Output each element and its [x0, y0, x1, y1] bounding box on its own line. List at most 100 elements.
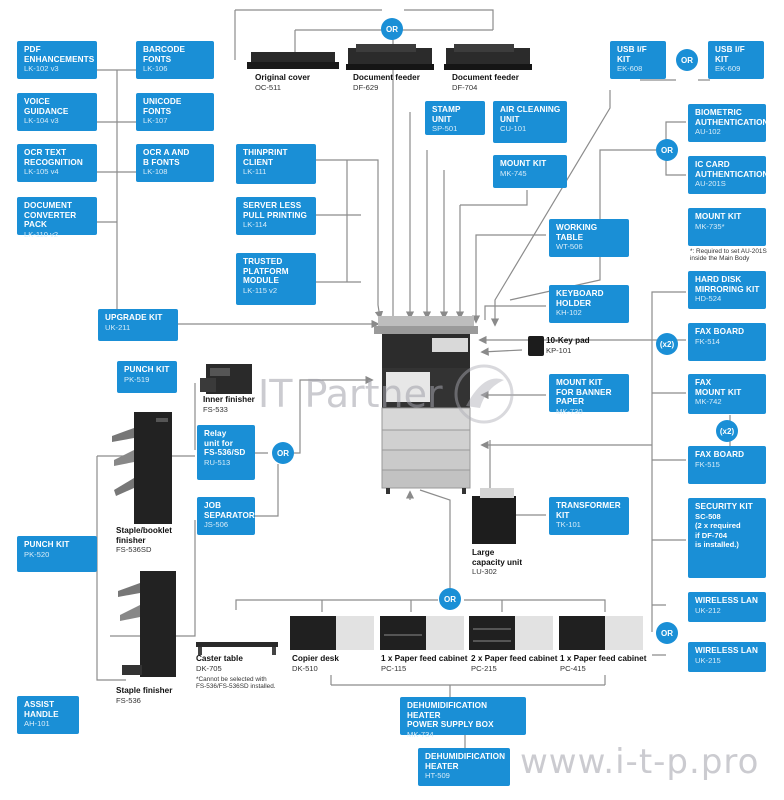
fax-board-fk514-box: FAX BOARD FK-514: [688, 323, 766, 361]
inner-finisher-image: [200, 364, 252, 394]
box-title: WIRELESS LAN: [695, 646, 759, 655]
box-code: TK-101: [556, 520, 581, 530]
wireless-lan-uk212-box: WIRELESS LAN UK-212: [688, 592, 766, 622]
box-code: MK-742: [695, 397, 722, 407]
box-code: EK-608: [617, 64, 643, 74]
box-title: FAX BOARD: [695, 327, 745, 336]
box-code: LK-108: [143, 167, 168, 177]
box-code: MK-735*: [695, 221, 725, 231]
box-title: DEHUMIDIFICATION HEATER POWER SUPPLY BOX: [407, 701, 494, 730]
box-code: LK-110 v2: [24, 229, 59, 239]
watermark-url-text: www.i-t-p.pro: [520, 742, 760, 782]
punch-kit-pk520-box: PUNCH KIT PK-520: [17, 536, 97, 572]
trusted-platform-box: TRUSTED PLATFORM MODULE LK-115 v2: [236, 253, 316, 305]
label-name: 1 x Paper feed cabinet: [381, 654, 468, 663]
usb-kit-ek609-box: USB I/F KIT EK-609: [708, 41, 764, 79]
label-code: DF-629: [353, 82, 379, 92]
label-code: DK-705: [196, 663, 222, 673]
box-title: IC CARD AUTHENTICATION: [695, 160, 769, 179]
box-title: VOICE GUIDANCE: [24, 97, 69, 116]
label-name: Large capacity unit: [472, 548, 523, 567]
box-title: USB I/F KIT: [617, 45, 647, 64]
hard-disk-mirroring-box: HARD DISK MIRRORING KIT HD-524: [688, 271, 766, 309]
box-title: MOUNT KIT FOR BANNER PAPER: [556, 378, 612, 407]
box-title: WIRELESS LAN: [695, 596, 759, 605]
box-code: MK-734: [407, 729, 434, 739]
box-title: MOUNT KIT: [500, 159, 547, 168]
mount-kit-mk745-box: MOUNT KIT MK-745: [493, 155, 567, 188]
box-code: LK-106: [143, 64, 168, 74]
box-title: Relay unit for FS-536/SD: [204, 429, 246, 458]
working-table-box: WORKING TABLE WT-506: [549, 219, 629, 257]
box-code: FK-514: [695, 336, 720, 346]
label-code: FS-536: [116, 695, 141, 705]
or-badge-wireless: OR: [656, 622, 678, 644]
dehumidification-heater-box: DEHUMIDIFICATION HEATER HT-509: [418, 748, 510, 786]
main-mfp-image: [374, 316, 478, 494]
box-title: JOB SEPARATOR: [204, 501, 255, 520]
box-code: AU-201S: [695, 179, 726, 189]
box-code: MK-730: [556, 406, 583, 416]
box-title: FAX BOARD: [695, 450, 745, 459]
paper-feed-cabinet-pc415-image: [559, 616, 643, 650]
box-title: STAMP UNIT: [432, 105, 461, 124]
box-code: PK-520: [24, 549, 50, 559]
box-code: UK-211: [105, 322, 131, 332]
or-badge-feeders: OR: [381, 18, 403, 40]
document-feeder-df629-image: [346, 44, 434, 70]
watermark-swoosh-icon: [454, 364, 514, 424]
document-feeder-df704-image: [444, 44, 532, 70]
box-code: LK-111: [243, 167, 267, 177]
box-title: WORKING TABLE: [556, 223, 598, 242]
or-badge-finishers: OR: [272, 442, 294, 464]
box-title: BARCODE FONTS: [143, 45, 186, 64]
box-code: KH-102: [556, 308, 582, 318]
fax-mount-kit-box: FAX MOUNT KIT MK-742: [688, 374, 766, 414]
box-code: EK-609: [715, 64, 741, 74]
label-name: 1 x Paper feed cabinet: [560, 654, 647, 663]
box-title: KEYBOARD HOLDER: [556, 289, 604, 308]
box-code: LK-115 v2: [243, 285, 278, 295]
box-code: SC-508 (2 x required if DF-704 is instal…: [695, 511, 741, 550]
or-badge-cabinets: OR: [439, 588, 461, 610]
caster-table-label: Caster table DK-705: [196, 654, 243, 673]
label-code: LU-302: [472, 567, 497, 577]
label-code: DK-510: [292, 663, 318, 673]
label-code: FS-533: [203, 404, 228, 414]
label-name: Inner finisher: [203, 395, 255, 404]
box-title: OCR A AND B FONTS: [143, 148, 190, 167]
biometric-auth-box: BIOMETRIC AUTHENTICATION AU-102: [688, 104, 768, 142]
air-cleaning-box: AIR CLEANING UNIT CU-101: [493, 101, 567, 143]
box-title: SECURITY KIT: [695, 502, 753, 511]
box-title: OCR TEXT RECOGNITION: [24, 148, 83, 167]
pc115-label: 1 x Paper feed cabinet PC-115: [381, 654, 467, 673]
box-code: UK-215: [695, 655, 721, 665]
box-title: SERVER LESS PULL PRINTING: [243, 201, 307, 220]
large-capacity-unit-image: [472, 488, 516, 544]
ten-key-label: 10-Key pad KP-101: [546, 336, 590, 355]
label-name: 2 x Paper feed cabinet: [471, 654, 558, 663]
label-code: PC-415: [560, 663, 586, 673]
transformer-kit-box: TRANSFORMER KIT TK-101: [549, 497, 629, 535]
label-code: FS-536SD: [116, 545, 152, 555]
dehumidification-psu-box: DEHUMIDIFICATION HEATER POWER SUPPLY BOX…: [400, 697, 526, 739]
paper-feed-cabinet-pc115-image: [380, 616, 464, 650]
copier-desk-label: Copier desk DK-510: [292, 654, 339, 673]
keyboard-holder-box: KEYBOARD HOLDER KH-102: [549, 285, 629, 323]
label-name: Staple/booklet finisher: [116, 526, 172, 545]
inner-finisher-label: Inner finisher FS-533: [203, 395, 255, 414]
punch-kit-pk519-box: PUNCH KIT PK-519: [117, 361, 177, 393]
label-name: 10-Key pad: [546, 336, 590, 345]
voice-guidance-box: VOICE GUIDANCE LK-104 v3: [17, 93, 97, 131]
df629-label: Document feeder DF-629: [353, 73, 420, 92]
label-code: PC-215: [471, 663, 497, 673]
label-name: Document feeder: [452, 73, 519, 82]
staple-booklet-finisher-image: [112, 412, 172, 524]
box-code: AU-102: [695, 127, 721, 137]
label-name: Document feeder: [353, 73, 420, 82]
box-title: DEHUMIDIFICATION HEATER: [425, 752, 506, 771]
label-name: Staple finisher: [116, 686, 173, 695]
box-code: LK-105 v4: [24, 167, 59, 177]
usb-kit-ek608-box: USB I/F KIT EK-608: [610, 41, 666, 79]
